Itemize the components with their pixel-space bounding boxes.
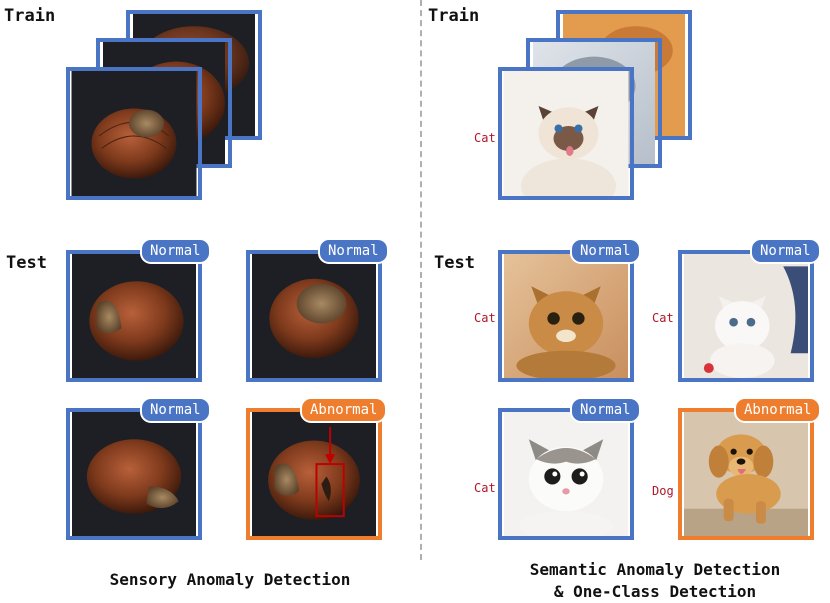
- test-hazelnut-image-2: [246, 250, 382, 382]
- section-divider: [420, 0, 422, 560]
- sensory-train-label: Train: [4, 6, 56, 26]
- sensory-test-4-badge: Abnormal: [300, 397, 388, 423]
- test-cat-image-2: [678, 250, 814, 382]
- semantic-caption-line-2: & One-Class Detection: [553, 582, 757, 601]
- semantic-test-3-class-label: Cat: [474, 481, 496, 495]
- semantic-test-1-class-label: Cat: [474, 311, 496, 325]
- semantic-test-1-badge: Normal: [570, 238, 641, 264]
- test-hazelnut-image-3: [66, 408, 202, 540]
- semantic-caption-line-1: Semantic Anomaly Detection: [529, 560, 781, 579]
- test-dog-image: [678, 408, 814, 540]
- sensory-test-3-badge: Normal: [140, 397, 211, 423]
- sensory-test-2-badge: Normal: [318, 238, 389, 264]
- semantic-test-label: Test: [434, 253, 475, 273]
- sensory-caption: Sensory Anomaly Detection: [109, 570, 351, 589]
- semantic-test-4-badge: Abnormal: [734, 397, 822, 423]
- test-hazelnut-image-1: [66, 250, 202, 382]
- semantic-test-4-class-label: Dog: [652, 484, 674, 498]
- semantic-test-2-class-label: Cat: [652, 311, 674, 325]
- sensory-test-label: Test: [6, 253, 47, 273]
- train-cat-image-1: [498, 67, 634, 200]
- semantic-caption: Semantic Anomaly Detection & One-Class D…: [490, 559, 820, 603]
- semantic-test-3-badge: Normal: [570, 397, 641, 423]
- semantic-train-label: Train: [428, 6, 480, 26]
- train-hazelnut-image-1: [66, 67, 202, 200]
- semantic-train-class-label: Cat: [474, 131, 496, 145]
- test-cat-image-3: [498, 408, 634, 540]
- test-cat-image-1: [498, 250, 634, 382]
- sensory-test-1-badge: Normal: [140, 238, 211, 264]
- semantic-test-2-badge: Normal: [750, 238, 821, 264]
- test-hazelnut-image-4-defect: [246, 408, 382, 540]
